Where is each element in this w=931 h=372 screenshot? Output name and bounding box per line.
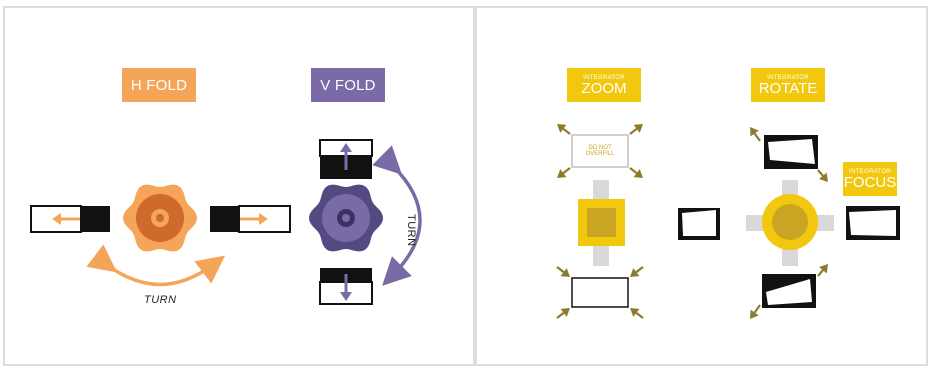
zoom-arrow [630,308,644,319]
v-fold-bottom-slot [319,268,373,305]
h-turn-label: TURN [144,294,177,306]
rotate-output-bottom [762,274,816,308]
h-fold-right-slot [210,205,291,233]
zoom-arrow [557,167,571,178]
rotate-output-right [846,206,900,240]
do-not-overfill-line1: DO NOT [588,145,612,151]
zoom-arrow [629,124,643,135]
integrator-focus-label: INTEGRATOR FOCUS [843,162,897,196]
do-not-overfill-line2: OVERFILL [585,151,615,157]
rotate-arrow [750,304,761,319]
rotate-corner-arrows [750,127,828,319]
zoom-output-box [571,277,629,308]
rotate-output-top [764,135,818,169]
h-fold-label: H FOLD [122,68,196,102]
integrator-rotate-label: INTEGRATOR ROTATE [751,68,825,102]
zoom-integrator-square [578,199,625,246]
zoom-arrow [556,308,570,319]
rotate-arrow [817,264,828,277]
v-fold-top-slot [319,139,373,179]
do-not-overfill-text: DO NOT OVERFILL [574,142,626,160]
integrator-focus-big: FOCUS [843,173,897,191]
zoom-arrow [629,167,643,178]
zoom-arrow [556,266,570,277]
integrator-zoom-big: ZOOM [581,79,627,97]
v-fold-label: V FOLD [311,68,385,102]
integrator-rotate-big: ROTATE [758,79,818,97]
h-fold-knob[interactable] [123,184,197,252]
h-turn-arrow [86,244,226,287]
h-fold-left-slot [30,205,110,233]
zoom-arrow [557,124,571,135]
v-fold-knob[interactable] [309,184,383,252]
rotate-arrow [750,127,761,142]
v-turn-arrow [372,145,422,286]
rotate-arrow [817,169,828,182]
zoom-arrow [630,266,644,277]
rotate-output-left [678,208,720,240]
integrator-zoom-label: INTEGRATOR ZOOM [567,68,641,102]
do-not-overfill-box [571,134,629,168]
integrator-rotate-small: INTEGRATOR [767,74,809,81]
zoom-corner-arrows [556,124,644,319]
rotate-integrator-circle [762,194,818,250]
integrator-zoom-small: INTEGRATOR [583,74,625,81]
v-turn-label: TURN [405,214,417,247]
integrator-focus-small: INTEGRATOR [849,168,891,175]
